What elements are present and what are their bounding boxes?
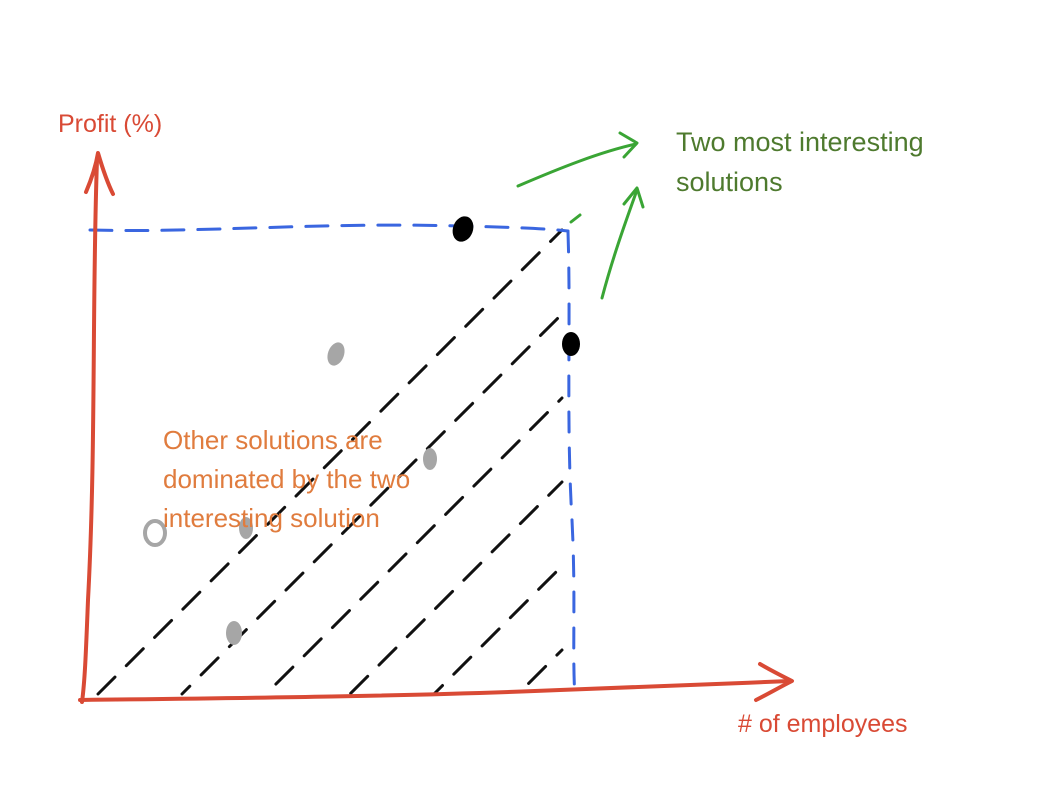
optimal-point — [452, 216, 474, 242]
dominated-point — [423, 448, 437, 470]
dominated-note-line-1: Other solutions are — [163, 425, 383, 455]
callout-arrow-upper — [516, 142, 638, 188]
x-axis-line — [78, 679, 792, 702]
callout-stub — [569, 213, 582, 224]
dominated-point — [226, 621, 242, 645]
dominated-point — [239, 517, 253, 539]
dominated-note-line-3: interesting solution — [163, 503, 380, 533]
x-axis-label: # of employees — [738, 710, 908, 738]
dominated-point — [143, 519, 167, 547]
optimal-point — [562, 332, 580, 356]
callout-line-2: solutions — [676, 167, 783, 197]
callout-line-1: Two most interesting — [676, 127, 924, 157]
dominated-note-line-2: dominated by the two — [163, 464, 411, 494]
callout-arrowhead-lower — [622, 186, 645, 209]
y-axis-line — [80, 158, 99, 704]
y-axis-arrowhead — [84, 151, 115, 196]
y-axis-label: Profit (%) — [58, 110, 163, 138]
dominated-note: Other solutions are dominated by the two… — [163, 421, 410, 538]
hatch-line — [516, 648, 564, 696]
dominated-region-hatching — [96, 228, 564, 696]
hatch-line — [180, 312, 564, 696]
callout-arrowhead-upper — [618, 131, 639, 159]
x-axis-arrowhead — [754, 662, 794, 702]
callout-arrow-lower — [600, 188, 639, 300]
dominated-point — [327, 342, 345, 366]
hatch-line — [432, 564, 564, 696]
hatch-line — [264, 396, 564, 696]
hatch-line — [348, 480, 564, 696]
callout-text: Two most interesting solutions — [676, 122, 924, 202]
frontier-right-line — [566, 230, 577, 700]
hatch-line — [96, 228, 564, 696]
frontier-top-line — [88, 223, 570, 233]
